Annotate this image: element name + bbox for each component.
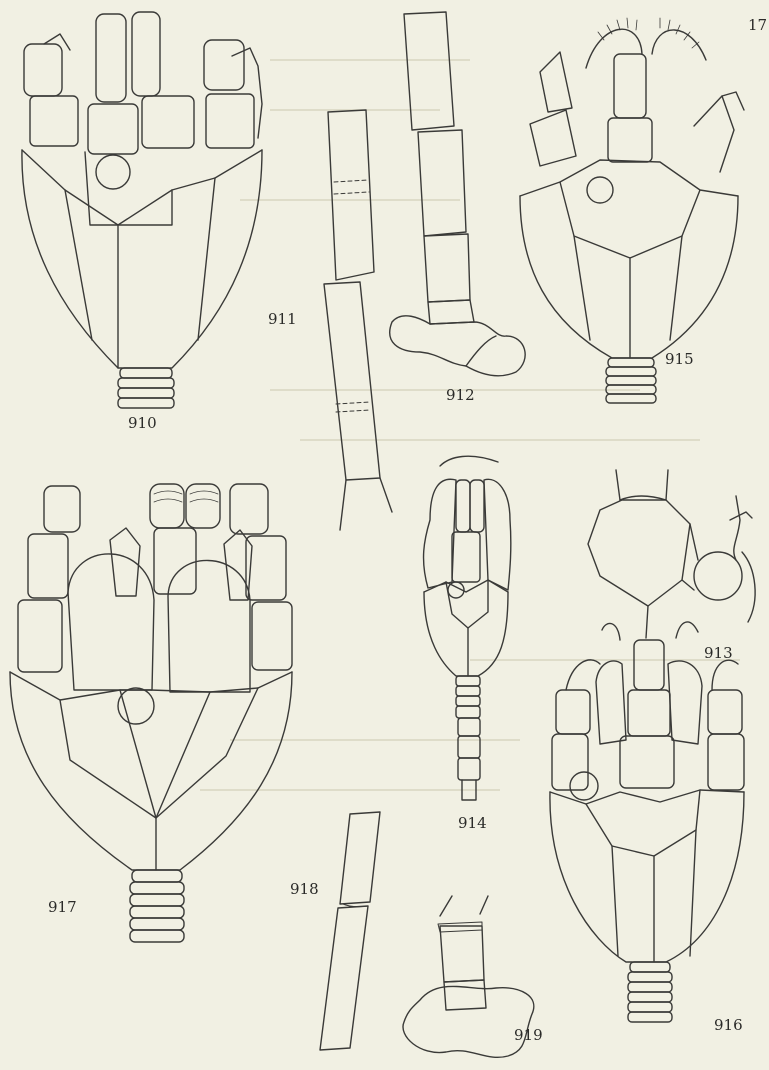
calyx-outline [424,592,508,676]
basal-plate-seams [22,150,262,225]
figure-913: 913 [588,470,755,662]
calyx-outline [550,792,744,962]
figure-910: 910 [22,12,262,432]
figure-918: 918 [290,812,380,1050]
figure-label-919: 919 [514,1026,543,1044]
figure-915: 915 [520,18,744,403]
figure-label-915: 915 [665,350,694,368]
figure-917: 917 [10,484,292,942]
figure-label-912: 912 [446,386,475,404]
figure-912: 912 [390,12,525,404]
figure-919: 919 [403,896,543,1057]
show-through-lines [200,60,740,790]
page-mark: 17 [748,16,767,34]
figure-label-917: 917 [48,898,77,916]
calyx-outline [10,672,292,870]
figure-911: 911 [268,110,392,530]
figure-914: 914 [424,456,511,832]
figure-label-910: 910 [128,414,157,432]
root-base [390,316,525,376]
figure-label-918: 918 [290,880,319,898]
figure-label-913: 913 [704,644,733,662]
figure-label-916: 916 [714,1016,743,1034]
calyx-outline [520,196,738,358]
figure-916: 916 [550,622,744,1034]
figure-label-911: 911 [268,310,297,328]
figure-label-914: 914 [458,814,487,832]
